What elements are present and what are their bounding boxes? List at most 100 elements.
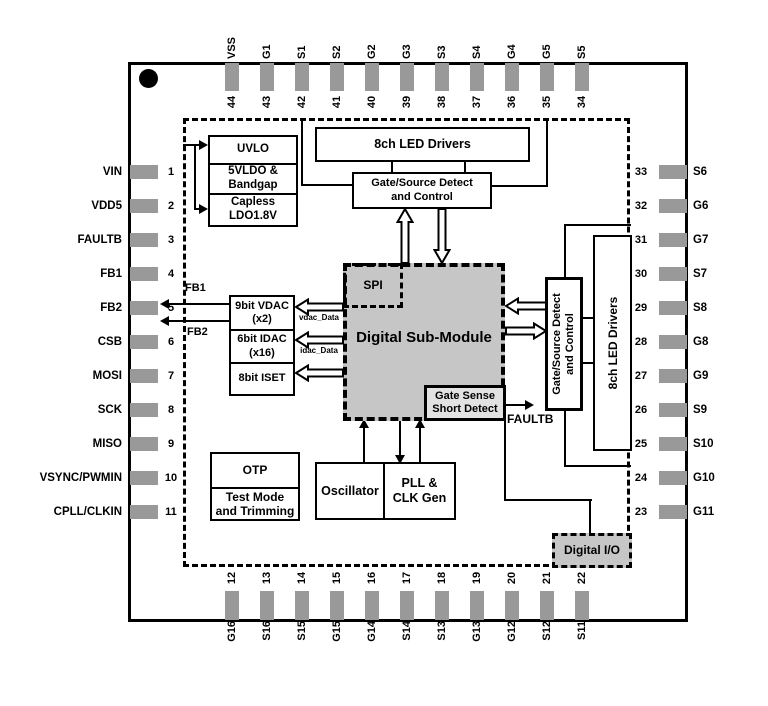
pin-number: 6 — [167, 336, 175, 348]
pin-bar-bottom — [295, 591, 309, 620]
pin-number: 4 — [167, 268, 175, 280]
pin-bar-bottom — [260, 591, 274, 620]
pin-number: 29 — [634, 302, 648, 314]
wire-gsd-g5 — [490, 185, 548, 187]
wire-vin-h — [183, 144, 196, 146]
pin-label: S15 — [296, 621, 308, 641]
pin-label: S16 — [261, 621, 273, 641]
spi-box: SPI — [343, 263, 403, 308]
pin-number: 22 — [576, 571, 588, 585]
pin-number: 31 — [634, 234, 648, 246]
pin-label: G16 — [226, 621, 238, 642]
block-capless-ldo: Capless LDO1.8V — [208, 193, 298, 227]
pin-bar-top — [225, 63, 239, 91]
pin-number: 8 — [167, 404, 175, 416]
pin-number: 30 — [634, 268, 648, 280]
pin-bar-bottom — [575, 591, 589, 620]
arrowhead-osc-up — [358, 419, 369, 428]
pin-bar-top — [470, 63, 484, 91]
fb2-label: FB2 — [187, 326, 208, 338]
pin-label: VDD5 — [91, 200, 122, 212]
pin-bar-bottom — [225, 591, 239, 620]
pin-number: 43 — [261, 95, 273, 109]
pin-bar-bottom — [470, 591, 484, 620]
pin-label: S14 — [401, 621, 413, 641]
wire-vin-ldo — [194, 208, 201, 210]
pin-number: 18 — [436, 571, 448, 585]
pin-label: S8 — [693, 302, 708, 314]
pin-label: G14 — [366, 621, 378, 642]
pin-label: S9 — [693, 404, 708, 416]
pin-label: CSB — [97, 336, 122, 348]
pin-number: 35 — [541, 95, 553, 109]
wire-dio-v2 — [589, 499, 591, 535]
faultb-label: FAULTB — [507, 412, 554, 426]
pin-label: S4 — [471, 45, 483, 59]
pin-label: S2 — [331, 45, 343, 59]
pin-bar-top — [435, 63, 449, 91]
pin-number: 13 — [261, 571, 273, 585]
pin-bar-right — [659, 403, 687, 417]
pin-bar-left — [130, 335, 158, 349]
pin-bar-bottom — [540, 591, 554, 620]
pin-label: S10 — [693, 438, 714, 450]
pin-label: MOSI — [92, 370, 122, 382]
pin-label: G11 — [693, 506, 715, 518]
pin-bar-right — [659, 165, 687, 179]
pin-bar-left — [130, 471, 158, 485]
pin-label: S7 — [693, 268, 708, 280]
pin-label: G13 — [471, 621, 483, 642]
pin-number: 37 — [471, 95, 483, 109]
wire-gsdr-led-2 — [581, 362, 595, 364]
pin-number: 40 — [366, 95, 378, 109]
pin-number: 5 — [167, 302, 175, 314]
idac-data-label: idac_Data — [300, 346, 338, 355]
wire-fb1 — [168, 303, 229, 305]
pin-label: FAULTB — [77, 234, 122, 246]
pin-number: 33 — [634, 166, 648, 178]
pin-label: S12 — [541, 621, 553, 641]
pin-number: 10 — [164, 472, 178, 484]
block-gate-source-detect-top: Gate/Source Detect and Control — [352, 172, 492, 209]
pin-bar-top — [540, 63, 554, 91]
pin-number: 32 — [634, 200, 648, 212]
pin-label: G1 — [261, 44, 273, 59]
pin-number: 7 — [167, 370, 175, 382]
gate-source-detect-right-label: Gate/Source Detect and Control — [550, 293, 576, 395]
pin-number: 39 — [401, 95, 413, 109]
pin-label: VSYNC/PWMIN — [39, 472, 122, 484]
pin-number: 28 — [634, 336, 648, 348]
pin-label: MISO — [92, 438, 122, 450]
wire-dio-v1 — [504, 419, 506, 501]
wire-led-gsd-2 — [464, 160, 466, 174]
pin-number: 9 — [167, 438, 175, 450]
pin-bar-right — [659, 335, 687, 349]
wire-gsdr-bot-h — [564, 465, 631, 467]
pin-bar-right — [659, 301, 687, 315]
pin-number: 2 — [167, 200, 175, 212]
pin-bar-left — [130, 505, 158, 519]
pin-bar-top — [260, 63, 274, 91]
pin-bar-right — [659, 369, 687, 383]
pin-number: 42 — [296, 95, 308, 109]
wire-vin-v — [194, 144, 196, 210]
pin-label: G4 — [506, 44, 518, 59]
pin-number: 15 — [331, 571, 343, 585]
pin-bar-left — [130, 369, 158, 383]
wire-s1-v — [301, 120, 303, 186]
pin-bar-left — [130, 233, 158, 247]
arrowhead-uvlo — [199, 139, 208, 150]
wire-pll-down — [399, 419, 401, 457]
pin-label: S3 — [436, 45, 448, 59]
pin-label: S6 — [693, 166, 708, 178]
pin-number: 17 — [401, 571, 413, 585]
pin-bar-right — [659, 233, 687, 247]
pin-bar-bottom — [435, 591, 449, 620]
pin-label: G10 — [693, 472, 715, 484]
pin-label: S13 — [436, 621, 448, 641]
pin-number: 26 — [634, 404, 648, 416]
wire-gsdr-bot-v — [564, 408, 566, 467]
wire-gsdr-top-h — [564, 224, 631, 226]
wire-vin-uvlo — [194, 144, 201, 146]
